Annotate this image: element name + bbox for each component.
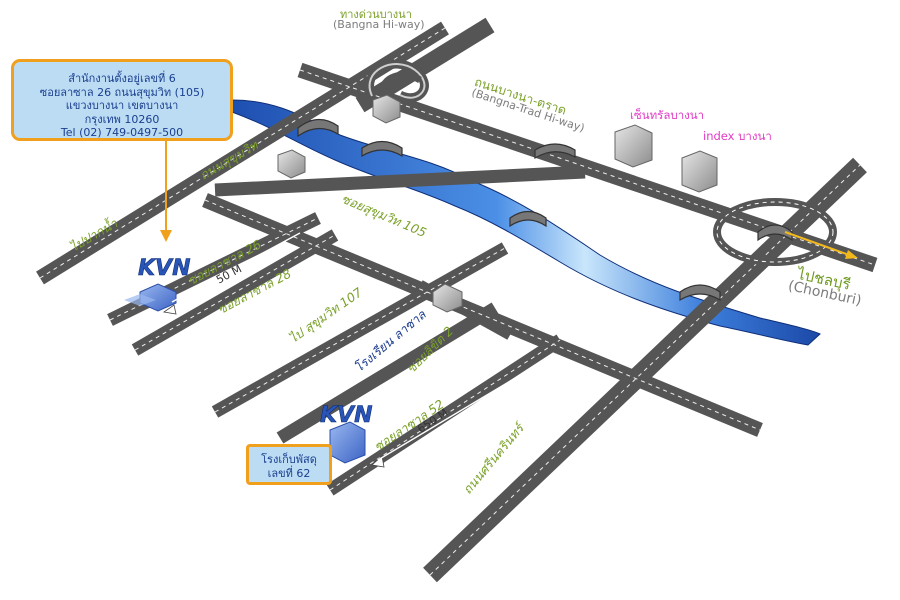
office-pointer-triangle — [162, 304, 177, 315]
river — [231, 99, 821, 346]
road-spur-b — [243, 210, 270, 230]
overpass-bridges — [297, 118, 793, 302]
callout-pointer — [160, 140, 172, 242]
distance-650-line — [377, 379, 513, 461]
road-to-sukhumvit-107 — [211, 242, 509, 418]
road-soi-likhit-2 — [276, 302, 499, 444]
label-index-bangna: index บางนา — [703, 129, 772, 143]
office-address-line-1: สำนักงานตั้งอยู่เลขที่ 6 — [68, 72, 176, 85]
office-marker — [124, 283, 177, 315]
building-sukhumvit — [277, 149, 306, 179]
office-phone: Tel (02) 749-0497-500 — [60, 126, 184, 139]
distance-50-line — [171, 232, 301, 303]
warehouse-line-2: เลขที่ 62 — [267, 466, 311, 480]
office-address-line-3: แขวงบางนา เขตบางนา — [65, 99, 179, 112]
warehouse-callout: โรงเก็บพัสดุ เลขที่ 62 — [246, 444, 332, 485]
office-address-line-2: ซอยลาซาล 26 ถนนสุขุมวิท (105) — [39, 85, 205, 99]
building-interchange — [372, 94, 401, 124]
logo-office: KVN — [138, 256, 191, 281]
label-bangna-hiway-th: ทางด่วนบางนา — [340, 8, 412, 21]
label-central-bangna: เซ็นทรัลบางนา — [630, 108, 705, 122]
road-connector-top — [214, 165, 586, 197]
warehouse-line-1: โรงเก็บพัสดุ — [261, 453, 317, 466]
expressway-interchange — [365, 59, 429, 103]
building-index-bangna — [681, 150, 718, 193]
buildings — [277, 94, 718, 313]
office-address-line-4: กรุงเทพ 10260 — [84, 112, 160, 126]
distance-arrows — [171, 232, 513, 461]
building-lasalle-school — [432, 283, 463, 313]
office-address-callout: สำนักงานตั้งอยู่เลขที่ 6 ซอยลาซาล 26 ถนน… — [11, 59, 233, 141]
label-bangna-hiway-en: (Bangna Hi-way) — [333, 18, 425, 31]
logo-warehouse: KVN — [320, 403, 373, 428]
chonburi-arrow — [784, 231, 858, 259]
building-central-bangna — [614, 124, 653, 168]
